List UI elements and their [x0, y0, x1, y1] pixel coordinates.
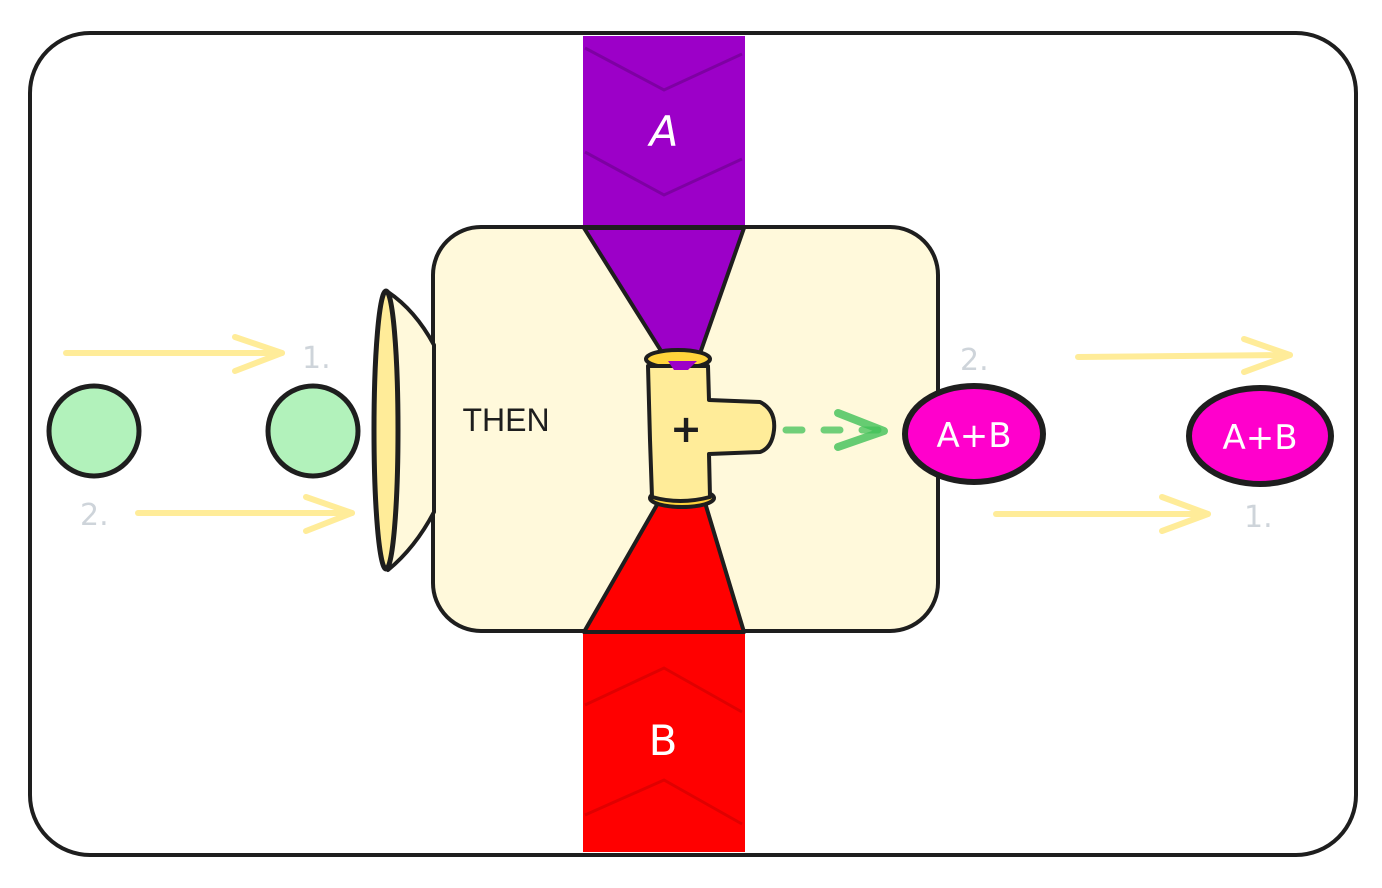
arrow-head-icon — [834, 409, 888, 451]
merge-pipe: + — [644, 348, 777, 509]
input-a-rect — [583, 36, 745, 229]
merge-operator-label: + — [670, 407, 702, 451]
arrow-right-icon — [1159, 494, 1211, 534]
arrow-right-icon — [232, 334, 285, 374]
input-a-band: A — [583, 36, 745, 229]
output-item-label: A+B — [936, 416, 1011, 456]
output-arrow — [782, 409, 888, 451]
chevron-up-icon — [584, 778, 743, 826]
arrow-right-icon — [1241, 336, 1293, 375]
operator-label: THEN — [462, 402, 549, 438]
input-a-tip — [668, 361, 697, 370]
output-item-label: A+B — [1222, 418, 1297, 458]
order-label-left-top: 1. — [302, 341, 331, 376]
order-label-right-top: 2. — [960, 343, 989, 378]
chevron-down-icon — [584, 46, 743, 92]
output-item: A+B — [1186, 385, 1334, 487]
output-item-ellipse — [1186, 385, 1334, 487]
chevron-up-icon — [584, 666, 743, 714]
arrow-right-icon — [303, 494, 355, 534]
left-flow-arrows — [63, 334, 355, 534]
chevron-down-icon — [584, 150, 743, 197]
input-b-label: B — [649, 716, 678, 765]
input-a-label: A — [647, 107, 679, 156]
funnel-rim — [371, 288, 401, 572]
input-item-circle — [46, 383, 142, 479]
arrow-right-top-shaft — [1075, 352, 1293, 360]
pipe-body — [646, 364, 777, 503]
funnel — [371, 288, 436, 572]
order-label-left-bottom: 2. — [80, 498, 109, 533]
order-label-right-bottom: 1. — [1244, 500, 1273, 535]
funnel-body — [386, 290, 436, 572]
input-item-circle — [265, 383, 361, 479]
output-item: A+B — [902, 383, 1046, 485]
right-flow-arrows — [993, 336, 1293, 534]
input-b-band: B — [583, 630, 745, 852]
output-item-ellipse — [902, 383, 1046, 485]
